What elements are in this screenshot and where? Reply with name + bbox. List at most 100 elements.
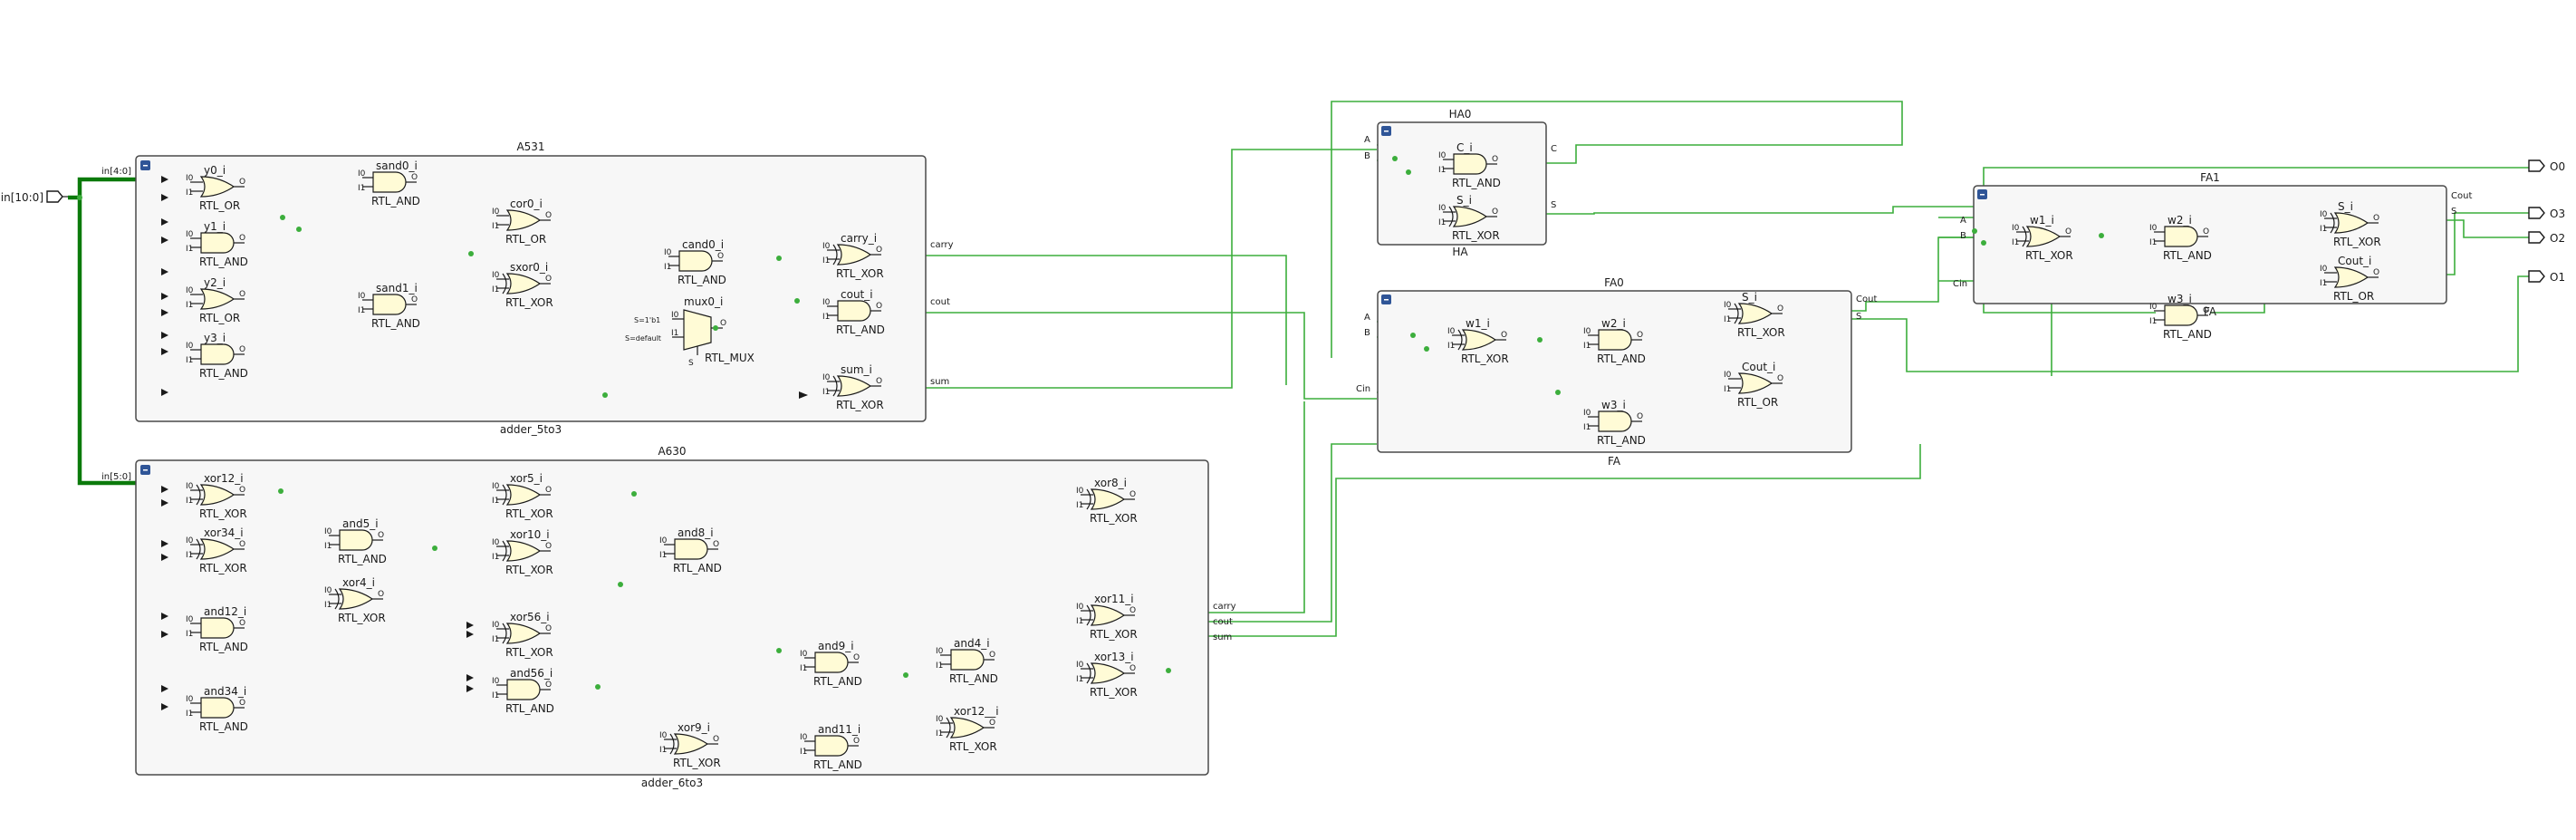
pin-label-o: O [989,651,995,660]
pin-label-i1: I1 [1583,342,1591,351]
module-ha0[interactable]: HA0 HA A B C S [1364,108,1557,258]
pin-label-o: O [378,590,384,599]
module-a630[interactable]: A630 adder_6to3 [135,445,1209,789]
pin-label-i1: I1 [800,748,807,757]
pin-label-o: O [2203,227,2209,237]
pin-label-i0: I0 [2149,224,2158,233]
gate-instance-name: S_i [1742,291,1757,304]
output-port-label: O1 [2550,271,2565,284]
junction-dot [1972,228,1977,234]
and-gate-shape [200,232,235,254]
pin-label-i0: I0 [492,482,500,491]
bus-label-a: in[4:0] [101,167,131,177]
pin-label-o: O [239,540,245,549]
port-label-cin: Cin [1953,279,1967,289]
pin-label-o: O [1637,412,1643,421]
module-fa0[interactable]: FA0 FA A B Cin Cout S [1356,276,1877,468]
xor-gate-shape [2333,212,2369,234]
xor-gate-shape [1090,488,1126,510]
and-gate-shape [814,735,849,757]
output-port-o3[interactable]: O3 [2528,207,2565,220]
module-fa1[interactable]: FA1 FA A B Cin Cout S [1953,171,2472,318]
junction-dot [794,298,800,304]
pin-label-i0: I0 [1438,151,1447,160]
and-gate-shape [2164,226,2198,247]
or-gate-shape [505,209,542,231]
bus-arrow-icon [161,499,168,507]
gate-cell-type: RTL_XOR [949,740,997,753]
gate-instance-name: w3_i [1601,399,1626,411]
pin-label-i0: I0 [492,271,500,280]
or-gate-shape [2333,266,2369,288]
gate-instance-name: y3_i [204,332,226,344]
xor-curve [1457,329,1463,351]
port-label-c: C [1551,144,1557,154]
junction-dot [1410,333,1416,338]
bus-arrow-icon [161,540,168,547]
and-gate-shape [506,679,541,700]
gate-instance-name: S_i [1456,194,1472,207]
bus-arrow-icon [161,685,168,692]
net-label-sum: sum [930,377,949,387]
pin-label-i1: I1 [186,630,193,639]
bus-arrow-icon [799,391,808,399]
pin-label-i0: I0 [1583,327,1591,336]
gate-cell-type: RTL_AND [2163,328,2212,341]
pin-label-i0: I0 [186,342,194,351]
input-port-icon[interactable] [46,190,63,203]
output-port-o0[interactable]: O0 [2528,159,2565,173]
xor-gate-shape [673,733,709,755]
port-label-cout: Cout [1856,294,1877,304]
output-port-o1[interactable]: O1 [2528,270,2565,284]
pin-label-i1: I1 [822,256,830,266]
gate-cell-type: RTL_XOR [505,646,553,659]
mux0-cell[interactable]: mux0_i RTL_MUX S=1'b1 S=default I0 I1 O … [625,295,755,368]
and-gate-shape [1598,329,1632,351]
output-port-o2[interactable]: O2 [2528,231,2565,245]
